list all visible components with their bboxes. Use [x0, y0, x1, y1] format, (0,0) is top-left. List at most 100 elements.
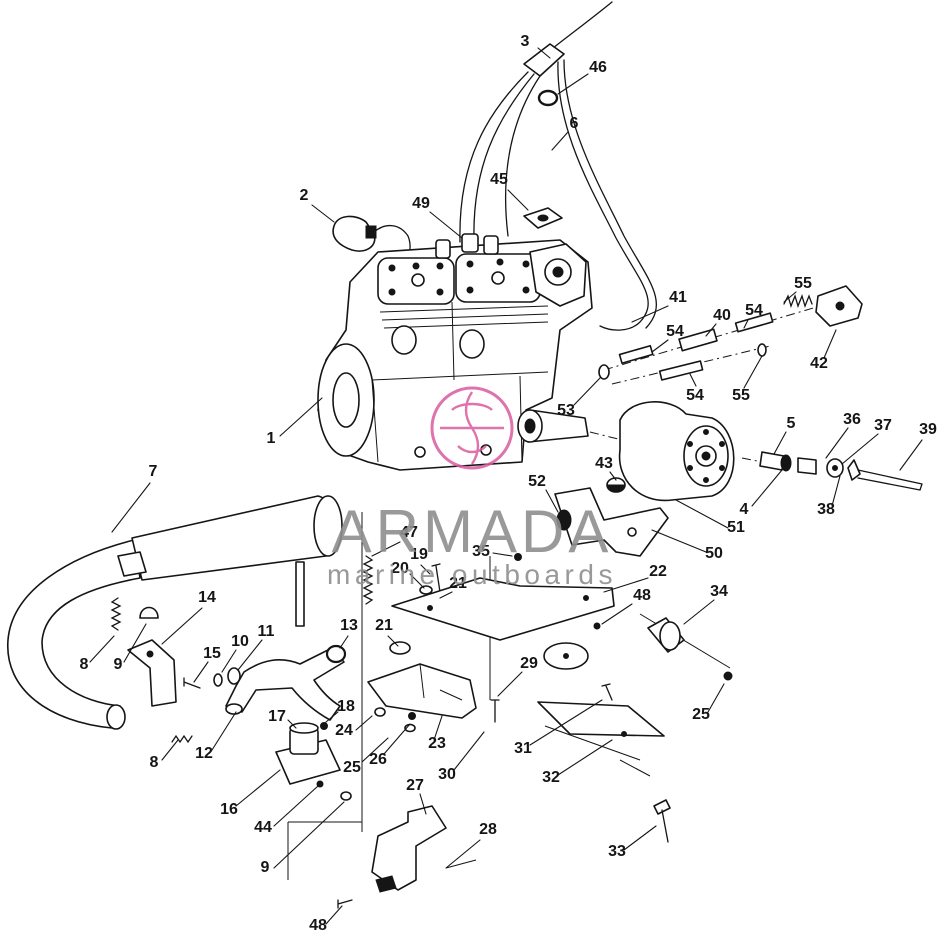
callout-10: 10 — [231, 633, 249, 650]
part-23-bracket — [367, 663, 477, 719]
output-shaft — [517, 409, 589, 443]
callout-22: 22 — [649, 563, 667, 580]
cable-lead-c — [504, 75, 541, 237]
exhaust-end-cap — [313, 495, 343, 557]
manifold-outline — [225, 647, 345, 721]
part-52-grommet — [556, 509, 572, 531]
part-18-nut — [320, 722, 328, 730]
callout-14: 14 — [198, 589, 216, 606]
callout-20: 20 — [391, 560, 409, 577]
callout-4: 4 — [740, 501, 749, 518]
part-48-screw-lower — [337, 899, 353, 909]
callouts: 3 46 6 45 2 49 55 41 40 54 54 42 54 55 5… — [80, 33, 937, 934]
part-8-spring-upper — [110, 597, 122, 631]
callout-30: 30 — [438, 766, 456, 783]
exhaust-chamber — [131, 495, 338, 581]
part-1-engine — [317, 233, 593, 471]
part-50-bracket — [554, 487, 669, 557]
exhaust-outlet — [106, 704, 126, 730]
cap-body — [332, 215, 376, 252]
callout-45: 45 — [490, 171, 508, 188]
callout-35: 35 — [472, 543, 490, 560]
callout-8: 8 — [80, 656, 89, 673]
bracket-14-hole — [146, 650, 154, 658]
callout-25: 25 — [343, 759, 361, 776]
exhaust-port-2 — [459, 329, 485, 359]
shaft-centerline — [589, 431, 763, 463]
callout-3: 3 — [521, 33, 530, 50]
bolt-33-head — [653, 799, 671, 815]
callout-39: 39 — [919, 421, 937, 438]
callout-15: 15 — [203, 645, 221, 662]
part-9-washer — [340, 791, 352, 801]
clutch-bolts — [687, 429, 725, 483]
gasket-bolt — [601, 683, 613, 701]
callout-2: 2 — [300, 187, 309, 204]
bracket-outline — [554, 487, 669, 557]
part-11-ring — [227, 667, 241, 685]
cable-6-inner — [563, 59, 657, 329]
callout-54: 54 — [666, 323, 684, 340]
callout-7: 7 — [149, 463, 158, 480]
mount-hole-1 — [414, 446, 426, 458]
bracket-14-outline — [127, 639, 177, 707]
part-10-washer — [213, 673, 223, 687]
part-20-washer — [419, 585, 433, 595]
watermark-brand: ARMADA — [332, 498, 613, 565]
clutch-center — [701, 451, 711, 461]
manifold-end — [225, 703, 243, 715]
callout-17: 17 — [268, 708, 286, 725]
callout-19: 19 — [410, 546, 428, 563]
callout-18: 18 — [337, 698, 355, 715]
callout-24: 24 — [335, 722, 353, 739]
bracket-hole — [627, 527, 637, 537]
watermark-tagline: marine outboards — [327, 559, 617, 590]
part-44-nut — [316, 780, 324, 788]
callout-41: 41 — [669, 289, 687, 306]
cylinder-fins — [379, 301, 549, 381]
part-31-gasket — [543, 642, 589, 670]
part-36-spacer — [797, 457, 817, 475]
callout-33: 33 — [608, 843, 626, 860]
part-39-bolt — [847, 459, 923, 491]
carburetor-bore-inner — [552, 266, 564, 278]
callout-47: 47 — [400, 524, 418, 541]
callout-46: 46 — [589, 59, 607, 76]
watermark: ARMADA marine outboards — [327, 386, 617, 590]
bolt-shank — [857, 469, 923, 491]
logo-figure — [440, 391, 504, 465]
part-38-hole — [832, 465, 838, 471]
callout-55: 55 — [794, 275, 812, 292]
callout-26: 26 — [369, 751, 387, 768]
part-47-spring — [362, 555, 374, 605]
part-42-hole — [835, 301, 845, 311]
callout-50: 50 — [705, 545, 723, 562]
part-4-collar — [780, 454, 792, 472]
part-40-rod — [678, 328, 718, 352]
gasket-hole — [563, 653, 569, 659]
part-29-bolt — [490, 699, 500, 723]
callout-25: 25 — [692, 706, 710, 723]
part-32-panel — [537, 701, 665, 737]
part-13-ring — [325, 644, 347, 664]
throttle-linkage — [598, 285, 863, 385]
shaft-center — [524, 418, 536, 434]
plug-boot-3 — [483, 235, 499, 255]
callout-32: 32 — [542, 769, 560, 786]
plate-22-hole-a — [427, 605, 433, 611]
bolt-head — [847, 459, 861, 481]
shaft-5 — [759, 451, 785, 471]
cable-6 — [557, 61, 649, 331]
part-54-rod-c — [658, 360, 704, 381]
callout-40: 40 — [713, 307, 731, 324]
callout-12: 12 — [195, 745, 213, 762]
plate-hole — [537, 214, 549, 222]
watermark-logo — [430, 386, 514, 470]
part-55-spring — [783, 294, 813, 308]
part-35-nut — [514, 553, 522, 561]
callout-11: 11 — [258, 623, 275, 640]
bracket-27-clip — [375, 875, 397, 893]
plate-22-hole-b — [583, 595, 589, 601]
callout-49: 49 — [412, 195, 430, 212]
part-12-manifold — [225, 647, 345, 721]
